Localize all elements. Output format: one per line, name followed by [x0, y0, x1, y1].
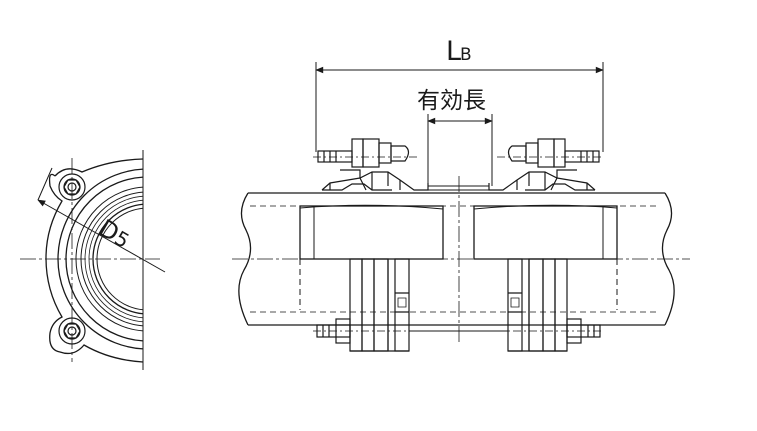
left-gasket-body [299, 205, 444, 260]
right-lower-housing [507, 258, 568, 352]
left-bottom-bolt [313, 318, 420, 344]
left-top-bolt [317, 138, 410, 168]
left-upper-housing [321, 169, 429, 191]
pipe-break-right [661, 192, 675, 326]
overall-length-label: LB [446, 36, 472, 67]
right-gasket-body [473, 205, 618, 260]
pipe-bore [92, 203, 143, 315]
end-view [20, 150, 166, 370]
flange-outline [45, 173, 143, 363]
left-lower-housing [349, 258, 410, 352]
diameter-leader [37, 199, 166, 273]
right-upper-housing [488, 169, 596, 191]
side-view [232, 62, 690, 352]
effective-length-label: 有効長 [417, 88, 486, 114]
right-bottom-bolt [497, 318, 604, 344]
right-top-bolt [507, 138, 600, 168]
pipe-break-left [238, 192, 252, 326]
